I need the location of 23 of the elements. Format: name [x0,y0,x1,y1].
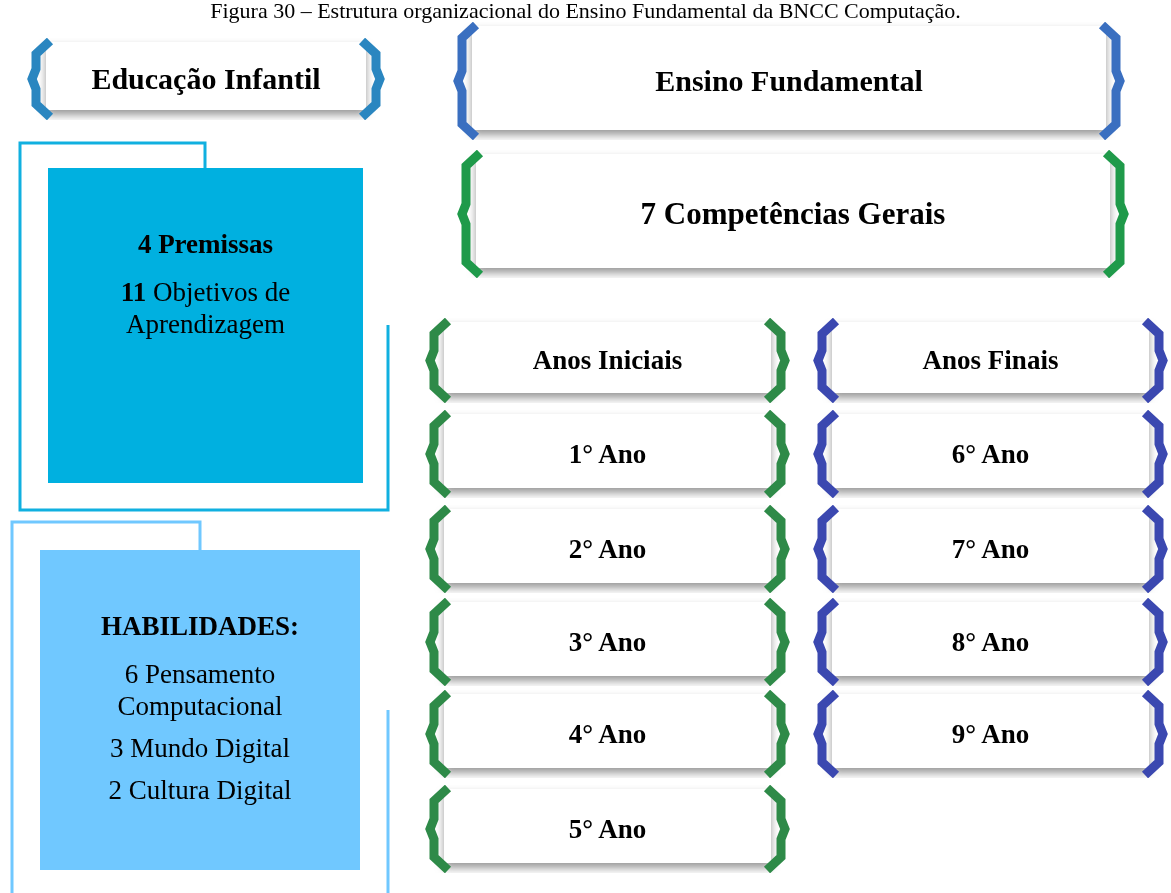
box-heading: HABILIDADES: [100,610,299,642]
banner-title: Ensino Fundamental [655,64,923,98]
banner-title: 7° Ano [951,533,1030,565]
banner-title: Educação Infantil [91,62,321,96]
banner-title: Anos Iniciais [532,345,683,376]
box-text: 6 Pensamento Computacional [116,658,284,722]
box-text: 11 Objetivos de Aprendizagem [119,276,292,340]
banner-title: 3° Ano [568,626,647,658]
banner-title: 9° Ano [951,718,1030,750]
banner-title: 6° Ano [951,438,1030,470]
banner-title: 5° Ano [568,813,647,845]
info-box [40,550,360,870]
info-box [48,168,363,483]
box-heading: 4 Premissas [137,228,274,260]
banner-title: 7 Competências Gerais [640,196,946,232]
figure-title: Figura 30 – Estrutura organizacional do Ensino Fundamental da BNCC Computação. [209,0,962,24]
banner-title: 8° Ano [951,626,1030,658]
box-text: 2 Cultura Digital [108,774,292,806]
banner-title: Anos Finais [922,345,1059,376]
banner-title: 4° Ano [568,718,647,750]
banner-title: 2° Ano [568,533,647,565]
box-text: 3 Mundo Digital [110,732,290,764]
banner-title: 1° Ano [568,438,647,470]
